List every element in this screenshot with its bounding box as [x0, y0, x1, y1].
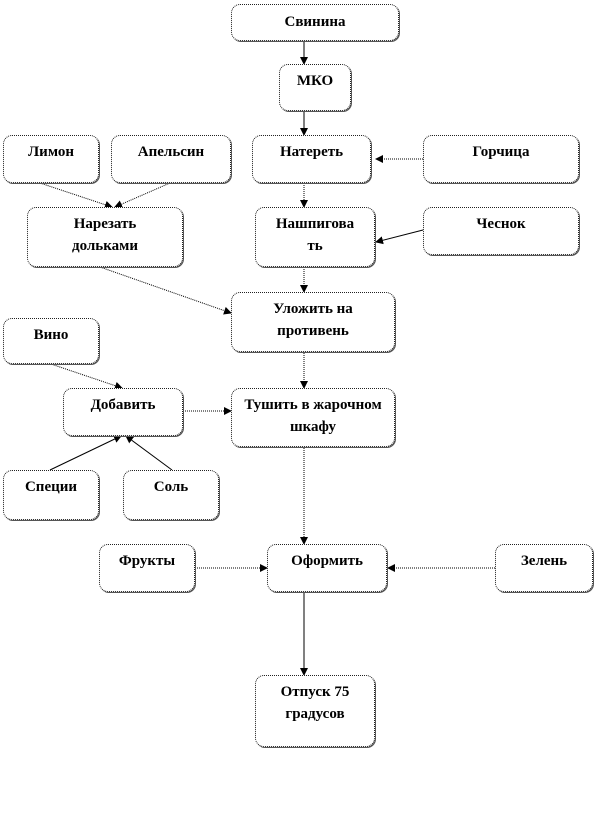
arrow-slice-tray	[99, 266, 232, 315]
node-slice: Нарезать дольками	[27, 207, 183, 267]
node-label-line1: Тушить в жарочном	[244, 397, 382, 413]
arrow-orange-slice	[114, 182, 171, 208]
node-stuff: Нашпигова ть	[255, 207, 375, 267]
node-label: Горчица	[472, 144, 530, 160]
arrow-salt-add	[125, 435, 173, 471]
node-label: Зелень	[520, 553, 568, 569]
node-label-line2: ть	[307, 238, 323, 254]
node-label-line2: дольками	[71, 238, 138, 254]
node-fruits: Фрукты	[99, 544, 195, 592]
node-salt: Соль	[123, 470, 219, 520]
arrow-spices-add	[49, 435, 122, 471]
node-label-line1: Нарезать	[73, 216, 137, 232]
node-mustard: Горчица	[423, 135, 579, 183]
node-mko: МКО	[279, 64, 351, 111]
node-serve: Отпуск 75 градусов	[255, 675, 375, 747]
node-tray: Уложить на противень	[231, 292, 395, 352]
node-add: Добавить	[63, 388, 183, 436]
node-label-line1: Нашпигова	[275, 216, 355, 232]
node-label: Натереть	[279, 144, 344, 160]
node-label: Вино	[33, 327, 69, 343]
node-stew: Тушить в жарочном шкафу	[231, 388, 395, 447]
node-label: Специи	[24, 479, 78, 495]
node-grate: Натереть	[252, 135, 371, 183]
node-label: Чеснок	[476, 216, 526, 232]
node-label: Свинина	[284, 14, 346, 30]
node-wine: Вино	[3, 318, 99, 364]
node-label: МКО	[296, 73, 334, 89]
node-label-line1: Уложить на	[273, 301, 353, 317]
node-label-line1: Отпуск 75	[280, 684, 350, 700]
node-label-line2: шкафу	[289, 419, 337, 435]
node-spices: Специи	[3, 470, 99, 520]
node-lemon: Лимон	[3, 135, 99, 183]
node-pork: Свинина	[231, 4, 399, 41]
node-orange: Апельсин	[111, 135, 231, 183]
arrow-garlic-stuff	[375, 229, 424, 245]
arrow-lemon-slice	[39, 182, 113, 209]
node-label: Лимон	[28, 144, 74, 160]
node-decorate: Оформить	[267, 544, 387, 592]
node-greens: Зелень	[495, 544, 593, 592]
node-label-line2: противень	[277, 323, 349, 339]
arrow-wine-add	[47, 362, 123, 390]
node-garlic: Чеснок	[423, 207, 579, 255]
node-label-line2: градусов	[285, 706, 345, 722]
node-label: Соль	[153, 479, 189, 495]
node-label: Апельсин	[137, 144, 205, 160]
node-label: Фрукты	[118, 553, 176, 569]
node-label: Оформить	[291, 553, 363, 569]
node-label: Добавить	[90, 397, 156, 413]
